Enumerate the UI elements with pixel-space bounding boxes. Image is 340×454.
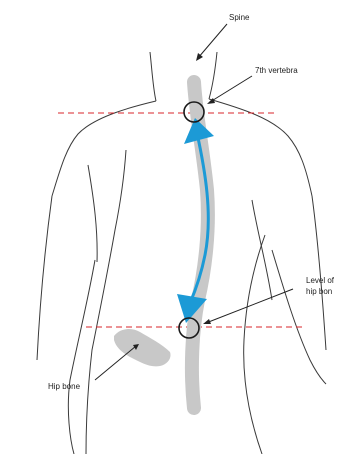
seventh-vertebra-leader-tip <box>207 98 215 104</box>
level-of-hip-label-line2: hip bon <box>306 287 332 296</box>
hip-bone-leader <box>95 346 136 380</box>
hip-bone-shape <box>114 329 171 366</box>
left-arm-outer <box>37 196 52 360</box>
neck-right-contour <box>209 52 217 99</box>
seventh-vertebra-leader <box>210 76 252 102</box>
right-armpit-contour <box>252 200 272 300</box>
level-of-hip-label-line1: Level of <box>306 276 335 285</box>
hip-level-leader-tip <box>203 319 211 324</box>
right-arm-inner <box>272 250 326 384</box>
left-torso-contour <box>86 150 126 454</box>
spine-leader-tip <box>196 53 203 61</box>
spine-label: Spine <box>229 13 250 22</box>
body-outline <box>37 52 326 454</box>
hip-bone-label: Hip bone <box>48 382 81 391</box>
left-armpit-contour <box>88 165 97 262</box>
right-arm-outer <box>312 196 326 350</box>
seventh-vertebra-label: 7th vertebra <box>255 66 298 75</box>
spine-leader <box>198 24 227 58</box>
right-torso-contour <box>244 235 265 454</box>
left-shoulder-contour <box>52 101 156 196</box>
right-shoulder-contour <box>209 99 312 196</box>
neck-left-contour <box>150 52 156 101</box>
